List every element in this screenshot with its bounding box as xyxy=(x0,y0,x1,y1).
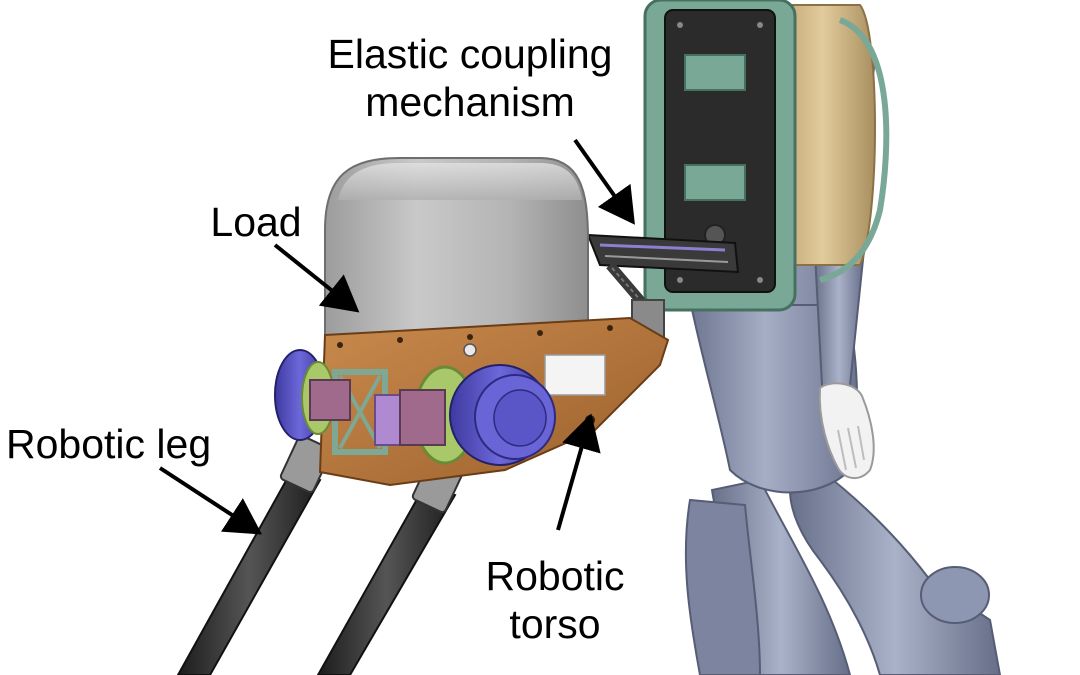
hip-motors xyxy=(274,349,556,466)
arrow-load xyxy=(273,243,360,313)
label-robotic-leg: Robotic leg xyxy=(6,420,252,468)
label-load-line-1: Load xyxy=(210,199,302,245)
label-elastic-line-2: mechanism xyxy=(365,79,575,125)
label-leg-line-1: Robotic leg xyxy=(6,421,212,467)
label-torso-line-1: Robotic xyxy=(485,553,625,599)
label-load: Load xyxy=(196,198,316,246)
callout-arrows xyxy=(158,138,635,535)
arrow-leg xyxy=(158,466,263,535)
load-box xyxy=(324,157,589,336)
arrow-torso xyxy=(556,413,601,531)
robotic-legs xyxy=(176,434,465,675)
label-elastic-line-1: Elastic coupling xyxy=(327,31,613,77)
label-elastic-coupling-mechanism: Elastic coupling mechanism xyxy=(300,30,640,126)
label-robotic-torso: Robotic torso xyxy=(460,552,650,648)
humanoid-hand xyxy=(818,382,875,479)
backpack xyxy=(643,0,890,312)
arrow-elastic xyxy=(573,138,635,225)
label-torso-line-2: torso xyxy=(509,601,601,647)
